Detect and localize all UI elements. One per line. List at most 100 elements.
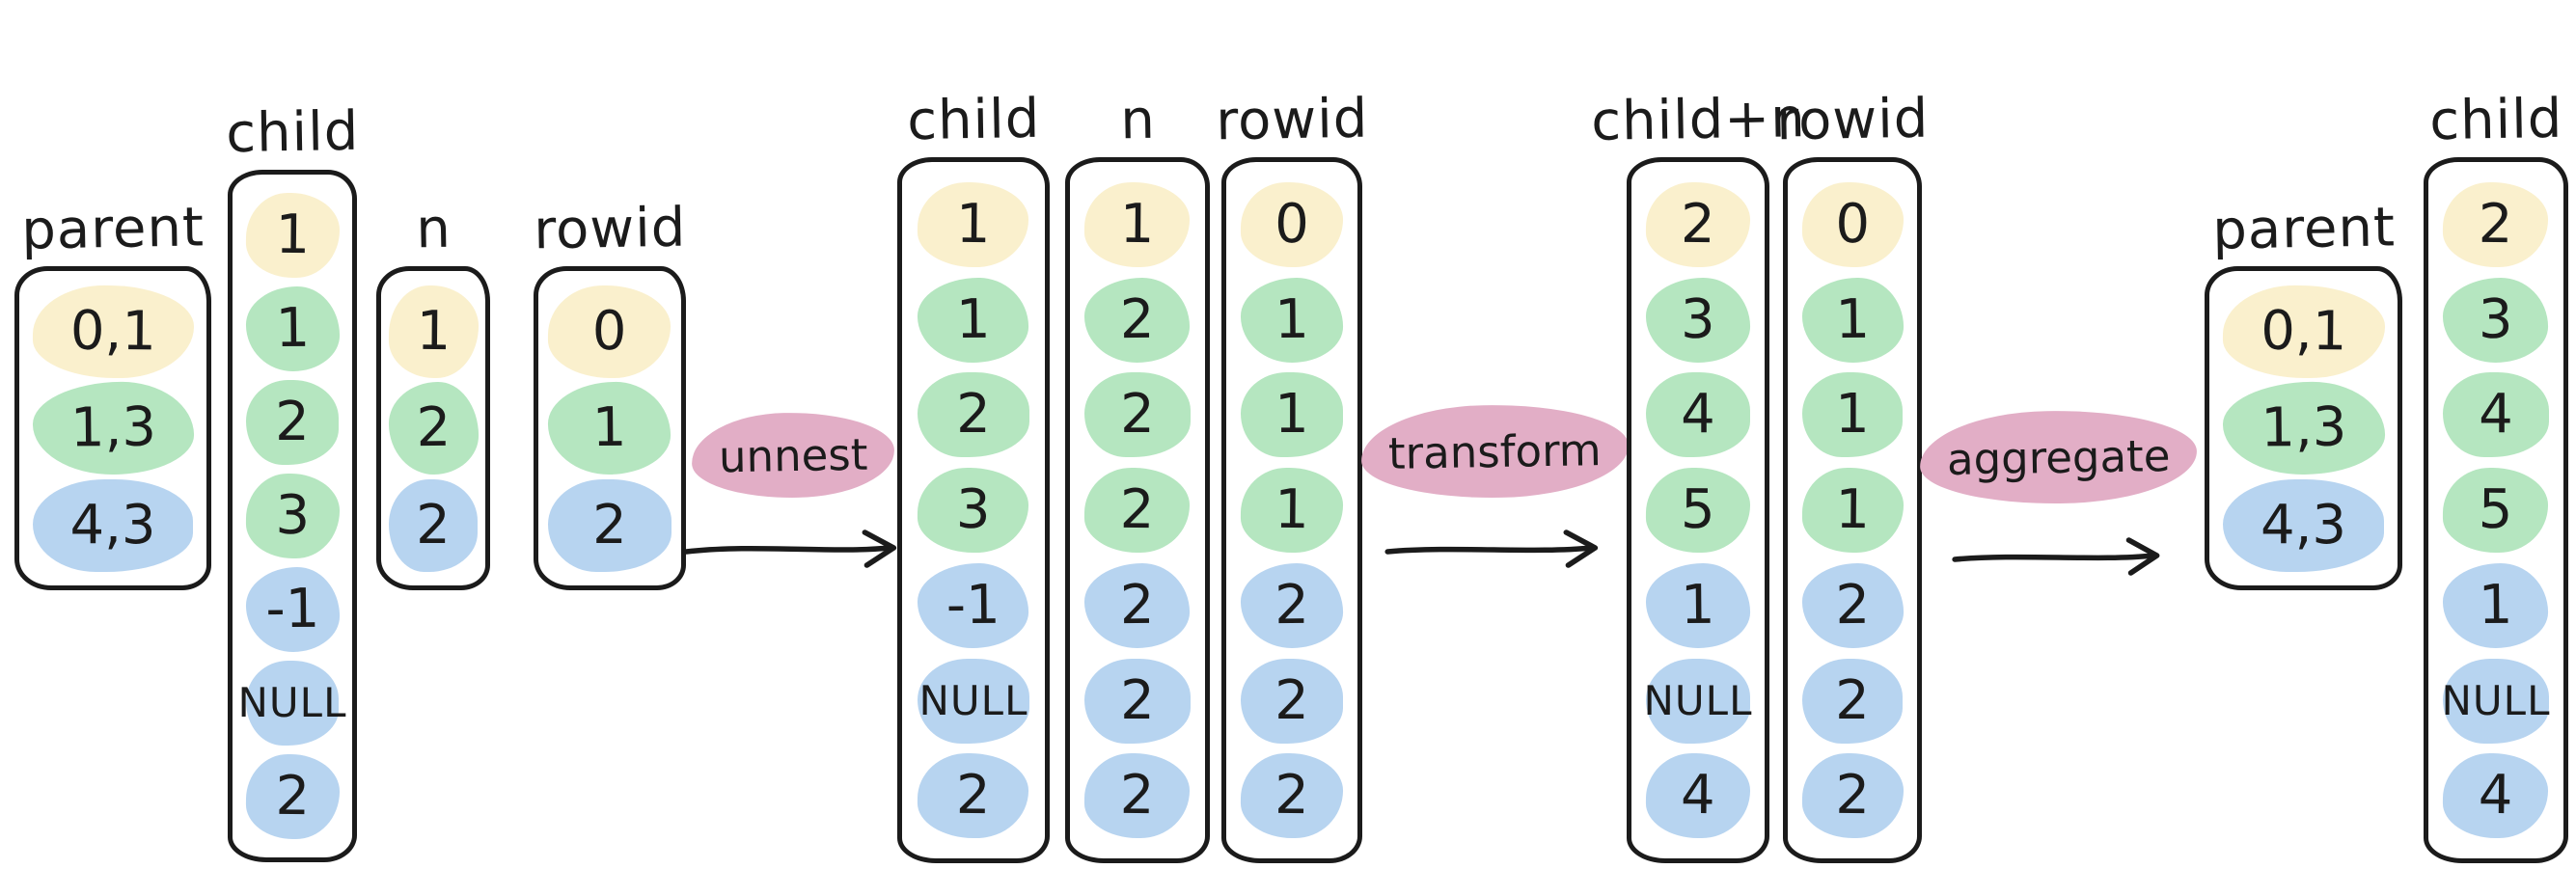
column-label-rowid: rowid: [533, 196, 687, 262]
table-cell: NULL: [2442, 658, 2549, 744]
table-cell: -1: [245, 566, 340, 653]
table-cell: NULL: [918, 658, 1029, 744]
table-cell: 1: [1240, 276, 1344, 364]
transition-aggregate: aggregate: [1919, 408, 2199, 577]
table-cell: 1: [1240, 372, 1344, 458]
arrow-right-icon: [1952, 537, 2160, 576]
table-cell: 4: [2443, 372, 2549, 458]
transition-transform: transform: [1359, 402, 1630, 571]
column-label-rowid: rowid: [1775, 87, 1930, 153]
table-cell: 2: [1240, 752, 1344, 839]
table-cell: 2: [548, 478, 671, 572]
transition-label-aggregate: aggregate: [1919, 408, 2199, 506]
table-cell: 2: [245, 753, 340, 840]
table-cell: -1: [917, 562, 1030, 649]
column-label-parent: parent: [2211, 196, 2397, 262]
table-cell: NULL: [1644, 658, 1751, 744]
table-cell: 2: [2443, 181, 2549, 268]
table-cell: 3: [2442, 276, 2550, 364]
table-cell: 1,3: [2222, 381, 2385, 475]
column-label-child: child: [906, 87, 1041, 153]
table-cell: 2: [1083, 562, 1192, 649]
table-cell: 4: [1646, 372, 1750, 458]
table-cell: 2: [1801, 658, 1904, 744]
table-cell: 2: [388, 381, 479, 475]
table-cell: 2: [1084, 658, 1191, 744]
table-cell: 0,1: [2222, 284, 2385, 379]
table-cell: 1,3: [32, 381, 194, 475]
table-cell: 2: [1801, 752, 1904, 839]
table-cell: 2: [1083, 276, 1192, 364]
table-cell: 1: [1084, 181, 1191, 268]
table-cell: 4: [1645, 752, 1751, 839]
column-label-n: n: [415, 197, 452, 261]
table-cell: 2: [1084, 467, 1191, 554]
table-cell: 5: [2443, 467, 2549, 554]
transition-unnest: unnest: [680, 411, 906, 571]
table-cell: 2: [917, 752, 1030, 839]
table-cell: 0: [1240, 181, 1344, 268]
table-cell: 0: [1801, 181, 1904, 268]
table-cell: 1: [245, 285, 340, 372]
table-cell: 1: [917, 181, 1030, 268]
column-label-child: child: [2428, 87, 2563, 153]
table-cell: 4,3: [32, 478, 194, 572]
table-cell: 1: [1240, 467, 1344, 554]
table-cell: 2: [1801, 562, 1904, 649]
table-cell: 5: [1645, 467, 1751, 554]
table-cell: 3: [1645, 276, 1751, 364]
table-cell: 3: [917, 467, 1030, 554]
table-cell: 1: [2442, 562, 2550, 649]
transition-label-transform: transform: [1359, 402, 1630, 501]
table-cell: 1: [917, 276, 1030, 364]
table-cell: 3: [245, 473, 340, 559]
table-cell: 1: [1801, 467, 1904, 554]
table-cell: 1: [245, 192, 340, 279]
table-cell: 0,1: [32, 284, 194, 379]
table-cell: 1: [388, 285, 479, 378]
table-cell: 0: [547, 284, 672, 379]
table-cell: 4: [2443, 752, 2549, 839]
table-cell: 1: [1801, 276, 1904, 364]
table-cell: 2: [1240, 658, 1344, 744]
arrow-right-icon: [1384, 529, 1599, 568]
table-cell: 1: [1645, 562, 1751, 649]
table-cell: 2: [1084, 372, 1191, 458]
column-label-child: child: [225, 99, 360, 166]
column-label-parent: parent: [20, 196, 206, 262]
column-label-rowid: rowid: [1215, 87, 1369, 153]
table-cell: NULL: [238, 661, 345, 746]
table-cell: 2: [245, 380, 340, 465]
table-cell: 2: [1645, 181, 1751, 268]
table-cell: 4,3: [2222, 478, 2385, 572]
table-cell: 2: [918, 372, 1029, 458]
arrow-right-icon: [683, 529, 897, 568]
column-label-n: n: [1119, 88, 1157, 152]
table-cell: 2: [1084, 752, 1191, 839]
table-cell: 2: [1240, 562, 1344, 649]
table-cell: 1: [1801, 372, 1904, 458]
table-cell: 1: [547, 381, 672, 475]
